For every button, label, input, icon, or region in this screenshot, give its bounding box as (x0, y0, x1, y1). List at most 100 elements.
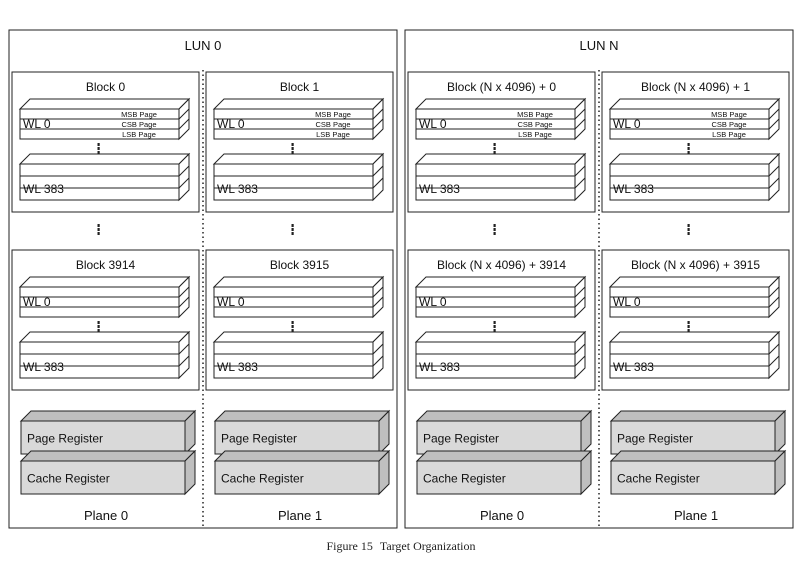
wordline-ellipsis-dot (493, 151, 496, 154)
block-ellipsis-dot (97, 228, 100, 231)
cache-register-top (609, 450, 787, 462)
page-register: Page Register (213, 409, 391, 456)
wordline-slab-wl0-side-divider (768, 286, 780, 298)
wordline-slab-wl0-side-divider (372, 296, 384, 308)
block-ellipsis (97, 224, 100, 235)
block-label: Block (N x 4096) + 0 (447, 80, 556, 94)
wordline-ellipsis-dot (291, 151, 294, 154)
wordline-slab-wl0-top (18, 276, 191, 288)
block-label: Block 3915 (270, 258, 330, 272)
wordline-slab-wl0-top (608, 98, 781, 110)
cache-register-top (19, 450, 197, 462)
page-register-top (19, 410, 197, 422)
wordline-slab-wl0-top (414, 98, 587, 110)
block-ellipsis-dot (291, 228, 294, 231)
wordline-slab-wl383-top (212, 331, 385, 343)
cache-register: Cache Register (19, 449, 197, 496)
wordline-slab-wl383-side-divider (768, 165, 780, 177)
cache-register-front (20, 460, 186, 495)
wordline-slab-wl383-top (608, 331, 781, 343)
wordline-slab-wl0-side-divider (178, 296, 190, 308)
page-register-top (609, 410, 787, 422)
lsb-page-label: LSB Page (316, 130, 350, 139)
wordline-label-wl0: WL 0 (613, 295, 641, 309)
wordline-slab-wl383-side-divider (574, 177, 586, 189)
page-register-label: Page Register (423, 432, 499, 446)
cache-register-front (610, 460, 776, 495)
msb-page-label: MSB Page (315, 110, 351, 119)
wordline-label-wl383: WL 383 (419, 360, 460, 374)
wordline-slab-wl383-side-divider (574, 355, 586, 367)
wordline-slab-wl383-front (609, 163, 770, 201)
cache-register-label: Cache Register (27, 472, 110, 486)
page-register-top (213, 410, 391, 422)
wordline-slab-wl0-top (18, 98, 191, 110)
wordline-slab-wl383-top (18, 331, 191, 343)
plane-label: Plane 1 (278, 508, 322, 523)
wordline-slab-wl0 (608, 275, 781, 319)
wordline-slab-wl0-front (213, 108, 374, 140)
wordline-slab-wl383-front (415, 341, 576, 379)
wordline-slab-wl0-front (609, 108, 770, 140)
wordline-ellipsis-dot (687, 329, 690, 332)
page-register-top (415, 410, 593, 422)
wordline-slab-wl383 (212, 330, 385, 380)
block-ellipsis-dot (687, 224, 690, 227)
wordline-ellipsis (97, 143, 100, 154)
wordline-slab-wl383-side-divider (768, 343, 780, 355)
wordline-slab-wl383 (608, 152, 781, 202)
wordline-slab-wl383 (212, 152, 385, 202)
wordline-slab-wl0-side-divider (574, 286, 586, 298)
wordline-ellipsis-dot (687, 321, 690, 324)
block-label: Block (N x 4096) + 3915 (631, 258, 760, 272)
block-ellipsis-dot (687, 232, 690, 235)
page-register-front (214, 420, 380, 455)
wordline-slab-wl383-side-divider (178, 165, 190, 177)
wordline-slab-wl0-front (415, 108, 576, 140)
wordline-ellipsis-dot (291, 329, 294, 332)
wordline-slab-wl383 (18, 330, 191, 380)
wordline-label-wl0: WL 0 (613, 117, 641, 131)
wordline-slab-wl0-side-divider (372, 286, 384, 298)
block-ellipsis-dot (493, 228, 496, 231)
wordline-slab-wl383 (414, 330, 587, 380)
page-register: Page Register (415, 409, 593, 456)
block-ellipsis (687, 224, 690, 235)
wordline-ellipsis (493, 143, 496, 154)
wordline-slab-wl0-side-divider (178, 118, 190, 130)
lun-title: LUN 0 (185, 38, 222, 53)
wordline-slab-wl383-side-divider (574, 165, 586, 177)
wordline-ellipsis-dot (97, 143, 100, 146)
wordline-slab-wl383-side-divider (372, 165, 384, 177)
wordline-label-wl0: WL 0 (419, 295, 447, 309)
plane-label: Plane 0 (84, 508, 128, 523)
block-ellipsis-dot (493, 224, 496, 227)
wordline-slab-wl0-side-divider (372, 118, 384, 130)
wordline-slab-wl383-front (19, 163, 180, 201)
wordline-slab-wl383-top (608, 153, 781, 165)
wordline-slab-wl383-top (414, 153, 587, 165)
wordline-ellipsis-dot (687, 143, 690, 146)
wordline-ellipsis-dot (291, 321, 294, 324)
wordline-slab-wl383-front (609, 341, 770, 379)
wordline-slab-wl383-top (414, 331, 587, 343)
wordline-slab-wl0-side-divider (768, 296, 780, 308)
wordline-slab-wl0 (212, 97, 385, 141)
wordline-slab-wl0-side-divider (178, 286, 190, 298)
block-ellipsis-dot (97, 224, 100, 227)
cache-register: Cache Register (415, 449, 593, 496)
wordline-slab-wl0 (608, 97, 781, 141)
wordline-label-wl383: WL 383 (217, 360, 258, 374)
msb-page-label: MSB Page (711, 110, 747, 119)
figure-number: Figure 15 (326, 539, 373, 553)
wordline-slab-wl383-side-divider (372, 177, 384, 189)
wordline-slab-wl383-top (18, 153, 191, 165)
cache-register-label: Cache Register (423, 472, 506, 486)
wordline-slab-wl383 (414, 152, 587, 202)
page-register: Page Register (19, 409, 197, 456)
wordline-slab-wl383-side-divider (768, 177, 780, 189)
